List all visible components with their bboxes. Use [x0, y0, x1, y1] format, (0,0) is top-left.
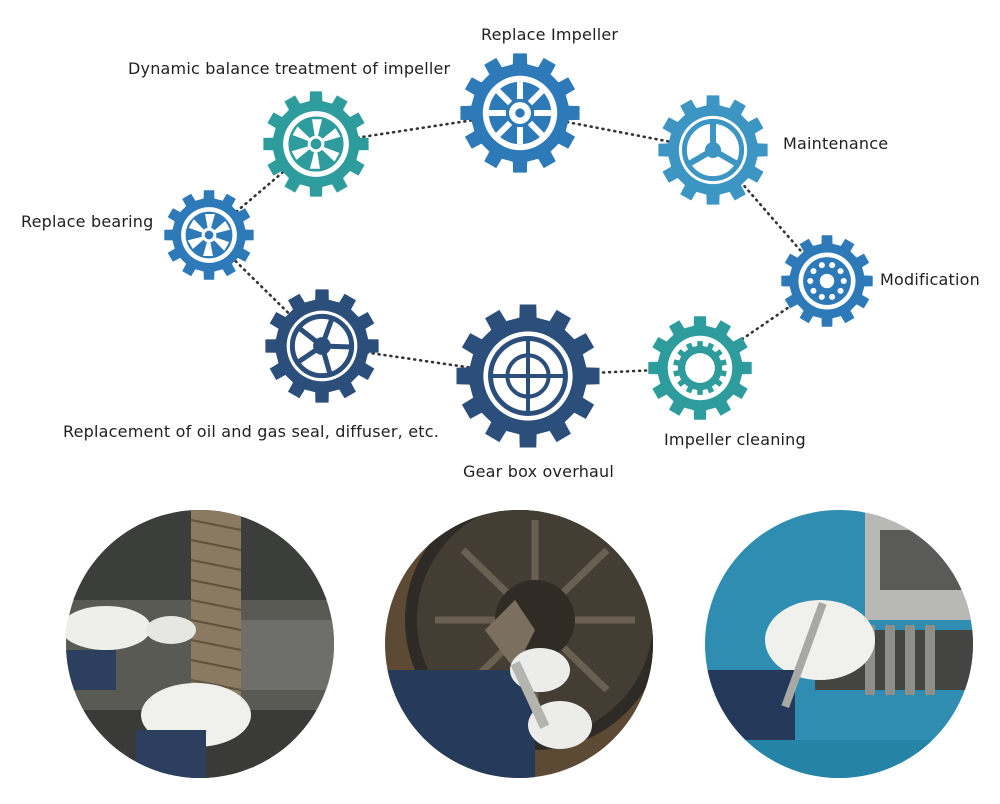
gear-nodes: [164, 53, 873, 448]
label-impeller-cleaning: Impeller cleaning: [664, 430, 806, 449]
replace-bearing-gear-icon: [164, 190, 254, 280]
maintenance-gear-icon: [658, 95, 768, 205]
label-gear-box-overhaul: Gear box overhaul: [463, 462, 615, 481]
label-dynamic-balance: Dynamic balance treatment of impeller: [128, 59, 451, 78]
dynamic-balance-gear-icon: [263, 91, 369, 197]
replace-impeller-gear-icon: [460, 53, 580, 173]
gear-shaft-photo: [66, 510, 334, 778]
label-replacement-seal-diffuser: Replacement of oil and gas seal, diffuse…: [63, 422, 440, 441]
seal-diffuser-gear-icon: [265, 289, 379, 403]
impeller-photo: [385, 510, 653, 778]
impeller-cleaning-gear-icon: [648, 316, 752, 420]
gear-box-overhaul-gear-icon: [456, 304, 600, 448]
connector-line: [314, 111, 522, 146]
maintenance-cycle-diagram: [164, 53, 873, 448]
label-modification: Modification: [880, 270, 980, 289]
modification-gear-icon: [781, 235, 873, 327]
label-replace-impeller: Replace Impeller: [481, 25, 619, 44]
label-maintenance: Maintenance: [783, 134, 889, 153]
label-replace-bearing: Replace bearing: [21, 212, 154, 231]
bearing-photo: [705, 510, 973, 778]
